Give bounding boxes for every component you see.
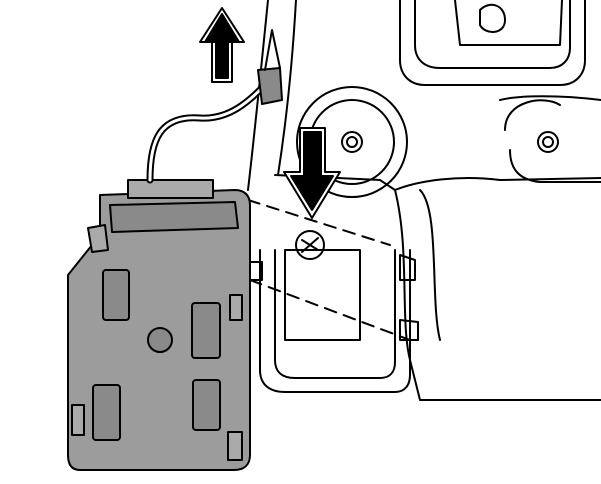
boss-ring: [296, 86, 408, 198]
alignment-lines: [247, 199, 411, 341]
bolt-left: [341, 131, 363, 153]
arrow-down-icon: [283, 127, 341, 219]
wire-harness: [146, 29, 283, 184]
screw: [295, 230, 325, 260]
electronic-module: [67, 179, 251, 471]
bolt-right: [537, 131, 559, 153]
arrow-up-icon: [199, 7, 245, 83]
body-panel: [247, 0, 601, 401]
mounting-bracket: [244, 230, 419, 393]
